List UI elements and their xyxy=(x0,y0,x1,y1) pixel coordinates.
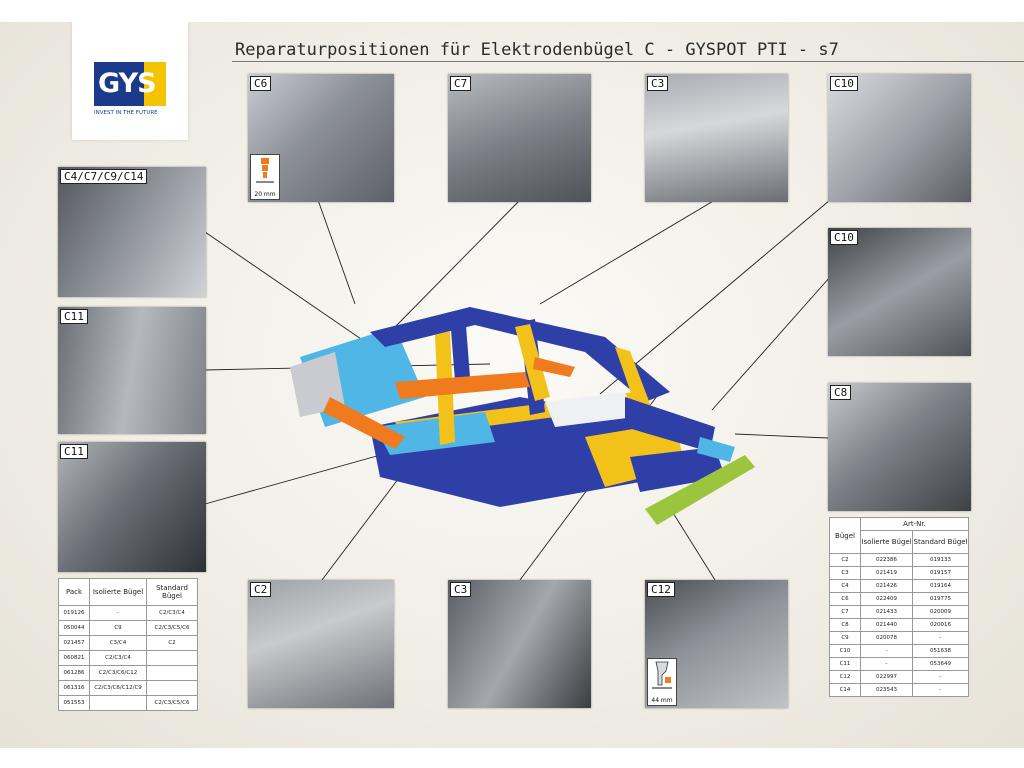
poster: GYS INVEST IN THE FUTURE Reparaturpositi… xyxy=(0,22,1024,748)
photo-c4-c7-c9-c14: C4/C7/C9/C14 xyxy=(58,167,206,297)
photo-label: C2 xyxy=(250,582,272,597)
rear-floor xyxy=(375,412,495,455)
photo-label: C11 xyxy=(60,309,88,324)
front-crash-box xyxy=(697,437,735,462)
photo-label: C11 xyxy=(60,444,88,459)
photo-label: C3 xyxy=(647,76,669,91)
group-header: Art-Nr. xyxy=(860,517,969,531)
logo-tagline: INVEST IN THE FUTURE xyxy=(94,110,158,116)
electrode-dimension-inset: 44 mm xyxy=(647,658,677,706)
photo-c6: C6 20 mm xyxy=(248,74,394,202)
front-bumper-beam xyxy=(645,455,755,525)
photo-label: C10 xyxy=(830,230,858,245)
photo-c10-mid: C10 xyxy=(828,228,971,356)
column-header: Standard Bügel xyxy=(146,578,198,606)
front-rail xyxy=(625,397,715,452)
electrode-tip-icon xyxy=(256,158,274,183)
photo-c8: C8 xyxy=(828,383,971,511)
page-title: Reparaturpositionen für Elektrodenbügel … xyxy=(235,40,839,60)
electrode-profile-icon xyxy=(652,661,672,689)
photo-label: C12 xyxy=(647,582,675,597)
photo-c11-lower: C11 xyxy=(58,442,206,572)
orange-beam-lower xyxy=(323,397,405,449)
dimension-label: 44 mm xyxy=(651,697,673,704)
roof-frame xyxy=(370,307,670,402)
photo-c7-top: C7 xyxy=(448,74,591,202)
roof-bar-1 xyxy=(450,313,470,381)
a-pillar xyxy=(615,347,655,419)
column-header: Isolierte Bügel xyxy=(859,530,914,554)
column-header: Bügel xyxy=(829,517,861,554)
firewall xyxy=(545,392,635,427)
table-row: 019126-C2/C3/C4 xyxy=(58,605,198,621)
gys-logo: GYS INVEST IN THE FUTURE xyxy=(72,22,188,140)
column-header: Pack xyxy=(58,578,90,606)
table-row: C11-053649 xyxy=(829,657,969,671)
photo-c10-top: C10 xyxy=(828,74,971,202)
pack-table: Pack Isolierte Bügel Standard Bügel 0191… xyxy=(58,578,198,711)
photo-c11-upper: C11 xyxy=(58,307,206,434)
photo-label: C6 xyxy=(250,76,272,91)
photo-c3-top: C3 xyxy=(645,74,788,202)
photo-label: C4/C7/C9/C14 xyxy=(60,169,148,184)
title-divider xyxy=(232,61,1024,62)
column-header: Standard Bügel xyxy=(912,530,969,554)
column-header: Isolierte Bügel xyxy=(89,578,147,606)
article-number-table: Bügel Art-Nr. Isolierte Bügel Standard B… xyxy=(829,517,969,697)
electrode-dimension-inset: 20 mm xyxy=(250,154,280,200)
photo-c12: C12 44 mm xyxy=(645,580,788,708)
photo-label: C3 xyxy=(450,582,472,597)
logo-brand: GYS xyxy=(98,68,157,99)
photo-label: C10 xyxy=(830,76,858,91)
logo-mark xyxy=(94,62,166,106)
car-body-illustration xyxy=(290,307,755,525)
c-pillar xyxy=(515,324,550,401)
orange-beam-upper xyxy=(395,372,530,399)
dimension-label: 20 mm xyxy=(254,191,276,198)
photo-label: C7 xyxy=(450,76,472,91)
photo-c3-bottom: C3 xyxy=(448,580,591,708)
photo-c2: C2 xyxy=(248,580,394,708)
photo-label: C8 xyxy=(830,385,852,400)
table-row: C10-051638 xyxy=(829,644,969,658)
orange-beam-door xyxy=(533,357,575,377)
